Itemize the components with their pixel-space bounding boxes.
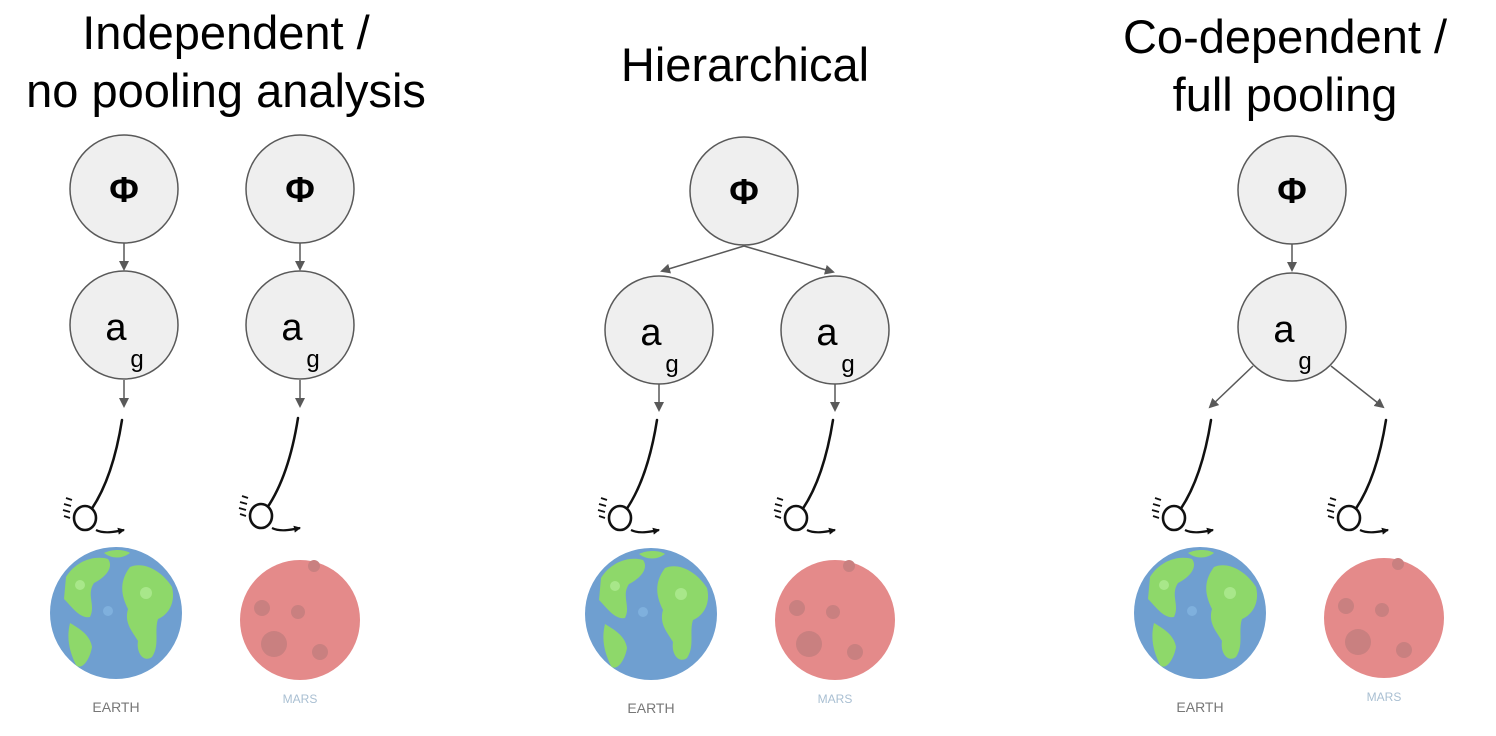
- pendulum-icon: [1152, 420, 1213, 532]
- ag-node-label: a: [640, 312, 662, 354]
- planet-label-mars: MARS: [818, 692, 853, 706]
- ag-node-subscript: g: [306, 346, 319, 373]
- ag-node-label: a: [1273, 309, 1295, 351]
- ag-node-subscript: g: [130, 346, 143, 373]
- panel-independent: Φ a g EARTH Φ a g MARS: [50, 134, 360, 715]
- arrow-ag-to-pendulum-right: [1330, 365, 1385, 409]
- earth-icon: [585, 548, 717, 680]
- arrow-phi-to-ag-left: [660, 245, 745, 274]
- ag-node-label: a: [281, 307, 303, 349]
- title-line-2: no pooling analysis: [26, 64, 426, 117]
- planet-label-earth: EARTH: [1176, 699, 1223, 715]
- ag-node-label: a: [816, 312, 838, 354]
- ag-node: [69, 270, 179, 380]
- planet-label-earth: EARTH: [627, 700, 674, 716]
- panel-codependent-title: Co-dependent / full pooling: [1080, 8, 1490, 124]
- title-line-1: Hierarchical: [620, 38, 870, 91]
- ag-node-label: a: [105, 307, 127, 349]
- panel-codependent: Φ a g EARTH MARS: [1134, 135, 1444, 715]
- phi-node: [689, 136, 799, 246]
- title-line-1: Independent /: [82, 6, 370, 59]
- planet-label-mars: MARS: [283, 692, 318, 706]
- earth-icon: [1134, 547, 1266, 679]
- ag-node: [1237, 272, 1347, 382]
- pendulum-icon: [598, 420, 659, 532]
- arrow-phi-to-ag-right: [743, 245, 835, 275]
- phi-node-label: Φ: [729, 171, 759, 212]
- planet-label-earth: EARTH: [92, 699, 139, 715]
- mars-icon: [240, 560, 360, 680]
- panel-hierarchical-title: Hierarchical: [560, 36, 930, 94]
- ag-node-subscript: g: [841, 351, 854, 378]
- title-line-1: Co-dependent /: [1122, 10, 1448, 63]
- title-line-2: full pooling: [1172, 68, 1398, 121]
- phi-node-label: Φ: [1277, 170, 1307, 211]
- earth-icon: [50, 547, 182, 679]
- pendulum-icon: [239, 418, 300, 530]
- mars-icon: [775, 560, 895, 680]
- arrow-ag-to-pendulum-left: [1208, 365, 1254, 409]
- ag-node-subscript: g: [665, 351, 678, 378]
- phi-node-label: Φ: [109, 169, 139, 210]
- pendulum-icon: [774, 420, 835, 532]
- planet-label-mars: MARS: [1367, 690, 1402, 704]
- panel-independent-title: Independent / no pooling analysis: [0, 4, 452, 120]
- pendulum-icon: [63, 420, 124, 532]
- mars-icon: [1324, 558, 1444, 678]
- pendulum-icon: [1327, 420, 1388, 532]
- panel-hierarchical: Φ a g EARTH a g MARS: [585, 136, 895, 716]
- ag-node-subscript: g: [1298, 348, 1311, 375]
- ag-node: [245, 270, 355, 380]
- phi-node-label: Φ: [285, 169, 315, 210]
